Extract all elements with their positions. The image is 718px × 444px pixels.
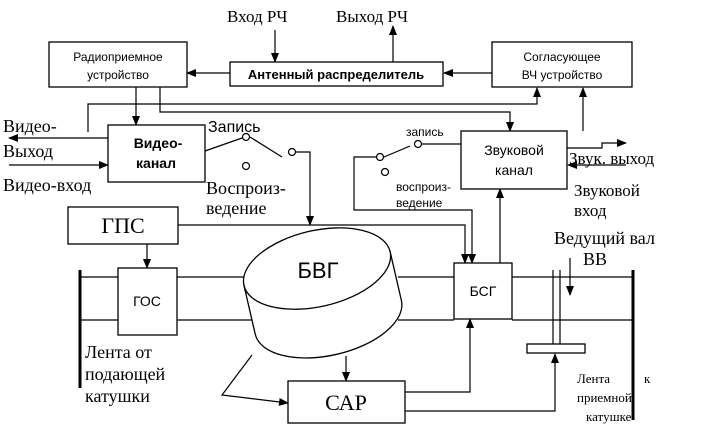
- radio-receiver-box: [48, 41, 188, 88]
- video-to-matching-arrow: [87, 87, 541, 132]
- audio-channel-line1: Звуковой: [484, 142, 544, 158]
- audio-input-line1: Звуковой: [574, 181, 640, 200]
- tape-from-line2: подающей: [85, 364, 166, 384]
- tape-from-line1: Лента от: [85, 342, 152, 362]
- video-switch-line: [204, 137, 243, 152]
- video-input-label: Видео-вход: [3, 175, 91, 195]
- gos-label: ГОС: [133, 293, 161, 309]
- video-channel-line1: Видео-: [134, 135, 183, 151]
- video-record-contact: [241, 132, 251, 142]
- rf-input-label: Вход РЧ: [227, 7, 287, 26]
- sar-label: САР: [325, 390, 367, 415]
- rf-output-label: Выход РЧ: [336, 7, 408, 26]
- bvg-label: БВГ: [297, 258, 338, 283]
- video-output-line2: Выход: [3, 141, 53, 161]
- video-output-line1: Видео-: [3, 116, 57, 136]
- video-common-contact: [287, 147, 297, 157]
- audio-playback-contact: [380, 167, 390, 177]
- capstan-flywheel: [526, 343, 586, 354]
- audio-input-line2: вход: [574, 201, 607, 220]
- bvg-feedback-arrow: [220, 354, 289, 406]
- audio-channel-box: [460, 130, 568, 190]
- bsg-box: [453, 262, 513, 320]
- audio-record-label: запись: [406, 125, 444, 139]
- bvg-drum: [242, 227, 403, 359]
- sar-to-bsg-arrow: [405, 318, 474, 393]
- matching-rf-line1: Согласующее: [523, 50, 601, 64]
- capstan-line2: ВВ: [583, 249, 607, 269]
- video-playback-contact: [241, 161, 251, 171]
- video-switch-blade: [249, 136, 283, 158]
- audio-output-arrow: [567, 139, 627, 149]
- audio-to-bsg-arrow: [353, 156, 476, 264]
- sar-box: [287, 380, 406, 424]
- audio-playback-line2: ведение: [396, 196, 443, 210]
- video-channel-box: [107, 124, 206, 183]
- audio-channel-line2: канал: [495, 162, 533, 178]
- tape-to-line2: приемной: [577, 390, 632, 405]
- antenna-distributor-label: Антенный распределитель: [248, 67, 424, 82]
- audio-record-contact: [413, 139, 423, 149]
- matching-rf-box: [491, 41, 633, 88]
- video-to-bvg-arrow: [296, 151, 314, 226]
- tape-from-line3: катушки: [85, 386, 150, 406]
- receiver-to-audio-arrow: [159, 87, 514, 132]
- radio-receiver-line1: Радиоприемное: [73, 50, 163, 64]
- tape-to-line3: катушке: [586, 409, 632, 424]
- matching-rf-line2: ВЧ устройство: [522, 68, 603, 82]
- gps-box: [67, 206, 179, 245]
- tape-to-prefix: к: [644, 371, 651, 386]
- audio-common-contact: [375, 152, 385, 162]
- video-playback-line1: Воспроиз-: [206, 178, 286, 198]
- gps-label: ГПС: [101, 213, 144, 238]
- tape-to-line1: Лента: [577, 371, 610, 386]
- radio-receiver-line2: устройство: [87, 68, 149, 82]
- sar-to-capstan-arrow: [405, 353, 559, 412]
- audio-output-label: Звук. выход: [569, 149, 655, 168]
- antenna-distributor-box: [229, 61, 444, 87]
- video-playback-line2: ведение: [206, 198, 267, 218]
- capstan-line1: Ведущий вал: [554, 228, 655, 248]
- audio-playback-line1: воспроиз-: [396, 180, 451, 194]
- video-channel-line2: канал: [136, 155, 176, 171]
- gos-box: [117, 267, 178, 336]
- audio-switch-blade: [383, 145, 411, 158]
- gps-to-bsg-arrow: [178, 224, 469, 264]
- video-record-label: Запись: [208, 119, 261, 136]
- bsg-label: БСГ: [470, 283, 497, 299]
